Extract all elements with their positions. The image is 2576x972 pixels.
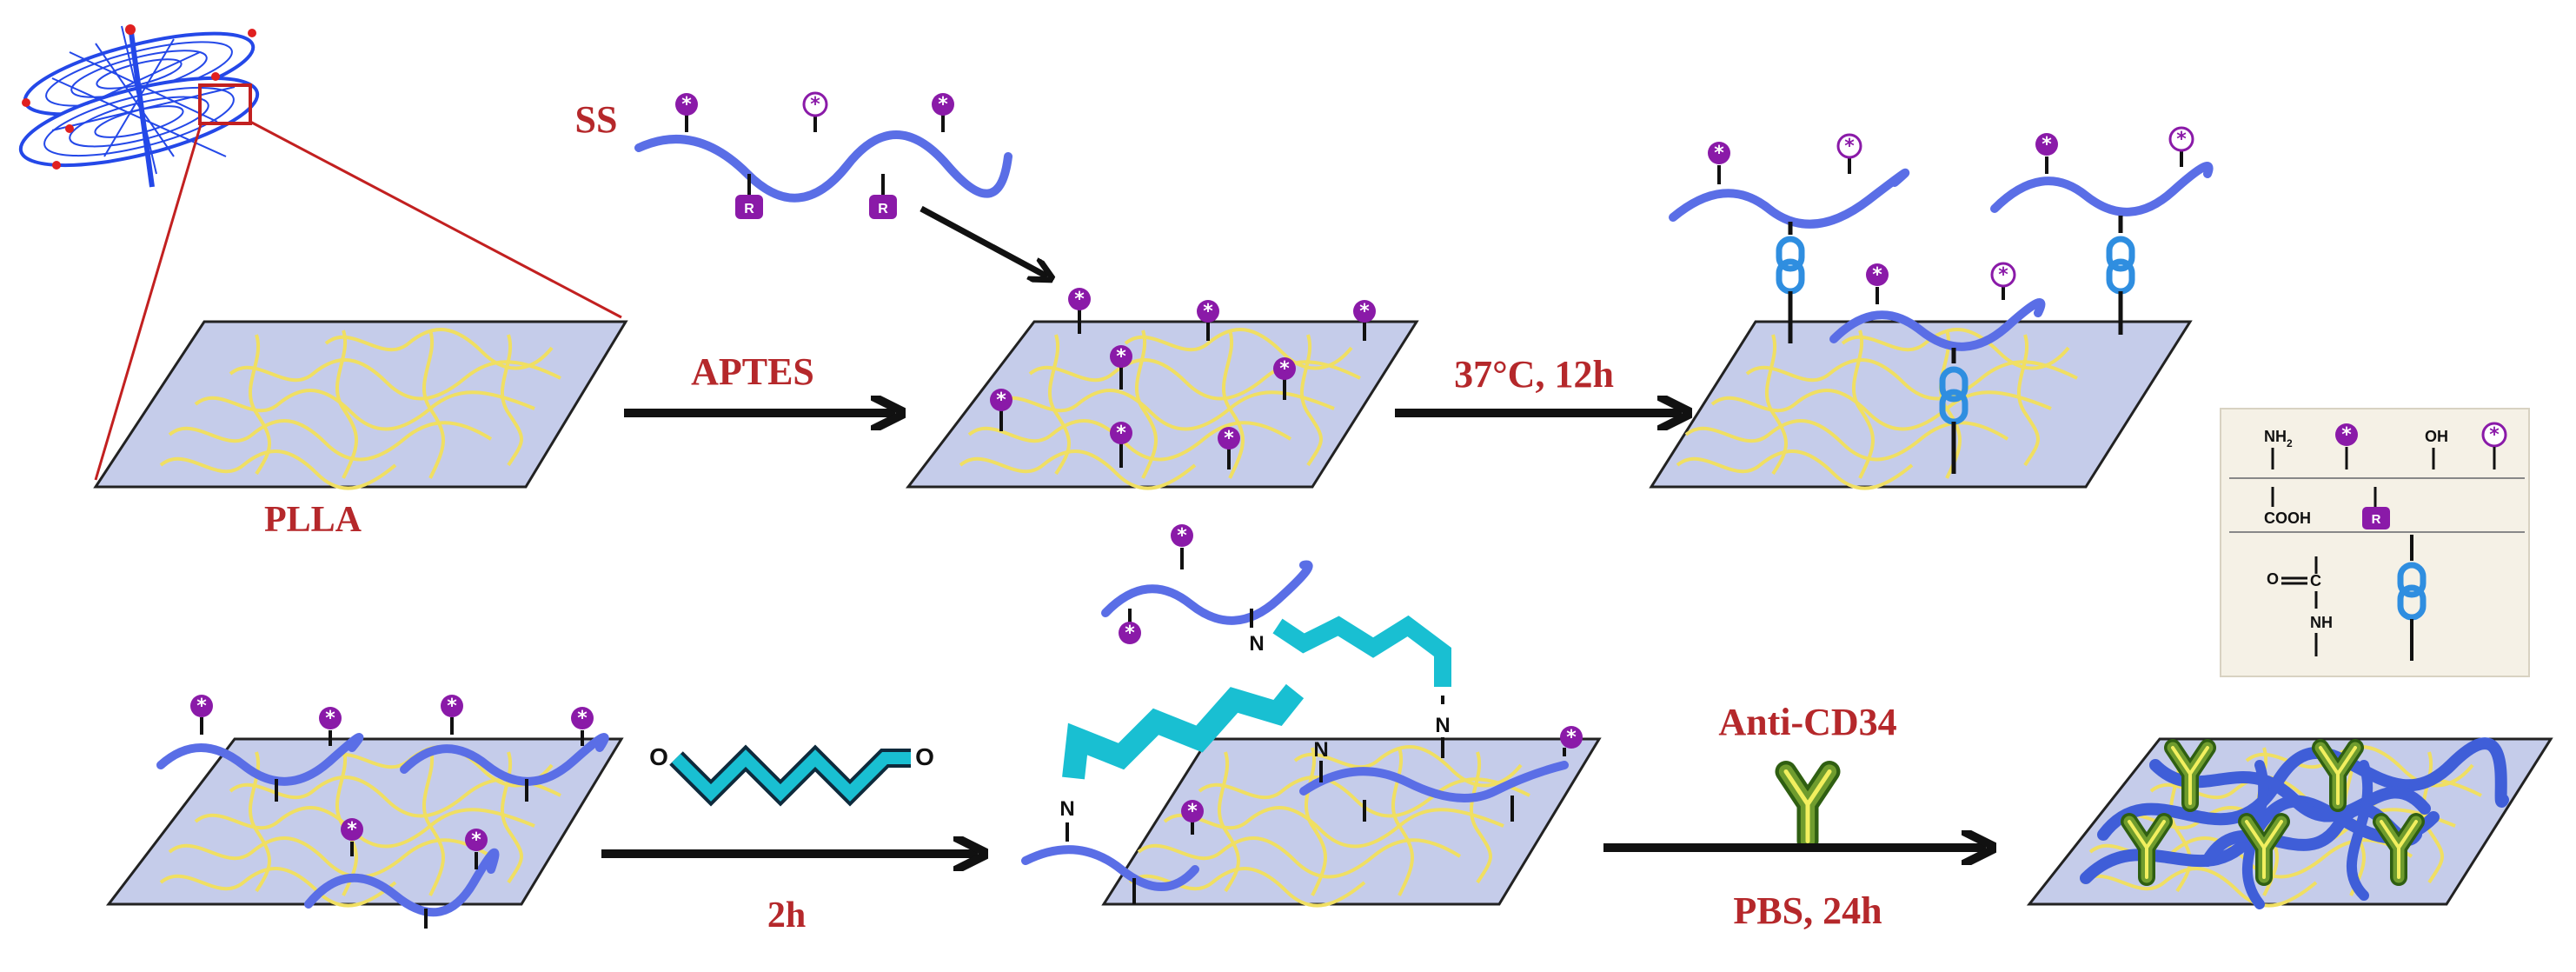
scaffold-wireframe-icon <box>18 24 260 188</box>
crosslinked-chains: N N N N <box>1021 524 1583 904</box>
time-2h-label: 2h <box>767 895 806 935</box>
antibody-icon <box>1786 772 1829 842</box>
ss-chain: R R <box>634 91 1012 219</box>
legend-cooh: COOH <box>2264 509 2311 527</box>
anti-cd34-label: Anti-CD34 <box>1718 701 1896 743</box>
substrate-crosslinked <box>1101 737 1602 908</box>
legend-nh2: NH2 <box>2264 428 2293 449</box>
legend-carbonyl-o: O <box>2267 570 2279 588</box>
pbs-label: PBS, 24h <box>1733 889 1882 932</box>
legend-box: NH2 OH COOH R O C NH <box>2220 408 2530 677</box>
substrate-plla <box>93 320 628 490</box>
arrow-ss-to-surface <box>920 205 1047 276</box>
svg-text:N: N <box>1249 632 1264 656</box>
legend-carbonyl-c: C <box>2310 572 2321 589</box>
legend-oh: OH <box>2425 428 2448 445</box>
svg-text:R: R <box>878 202 888 216</box>
svg-text:O: O <box>915 743 934 770</box>
substrate-conjugated <box>1649 320 2193 490</box>
final-network <box>2080 737 2509 909</box>
legend-nh: NH <box>2310 614 2333 631</box>
svg-text:O: O <box>649 743 668 770</box>
zoom-line-left <box>94 121 203 481</box>
plla-label: PLLA <box>264 500 362 540</box>
substrate-aptes <box>905 320 1419 490</box>
conjugated-chains <box>1669 126 2214 474</box>
svg-text:R: R <box>744 202 754 216</box>
svg-text:N: N <box>1059 797 1074 821</box>
amine-groups <box>990 288 1376 469</box>
aptes-label: APTES <box>691 350 814 393</box>
svg-text:N: N <box>1435 714 1450 737</box>
zoom-line-right <box>249 120 622 319</box>
condition-37c-label: 37°C, 12h <box>1454 353 1614 396</box>
svg-text:R: R <box>2372 512 2381 527</box>
svg-text:N: N <box>1313 738 1328 762</box>
step4-chains <box>156 695 609 929</box>
ss-label: SS <box>575 98 618 141</box>
glutaraldehyde-molecule: O O <box>649 743 934 807</box>
